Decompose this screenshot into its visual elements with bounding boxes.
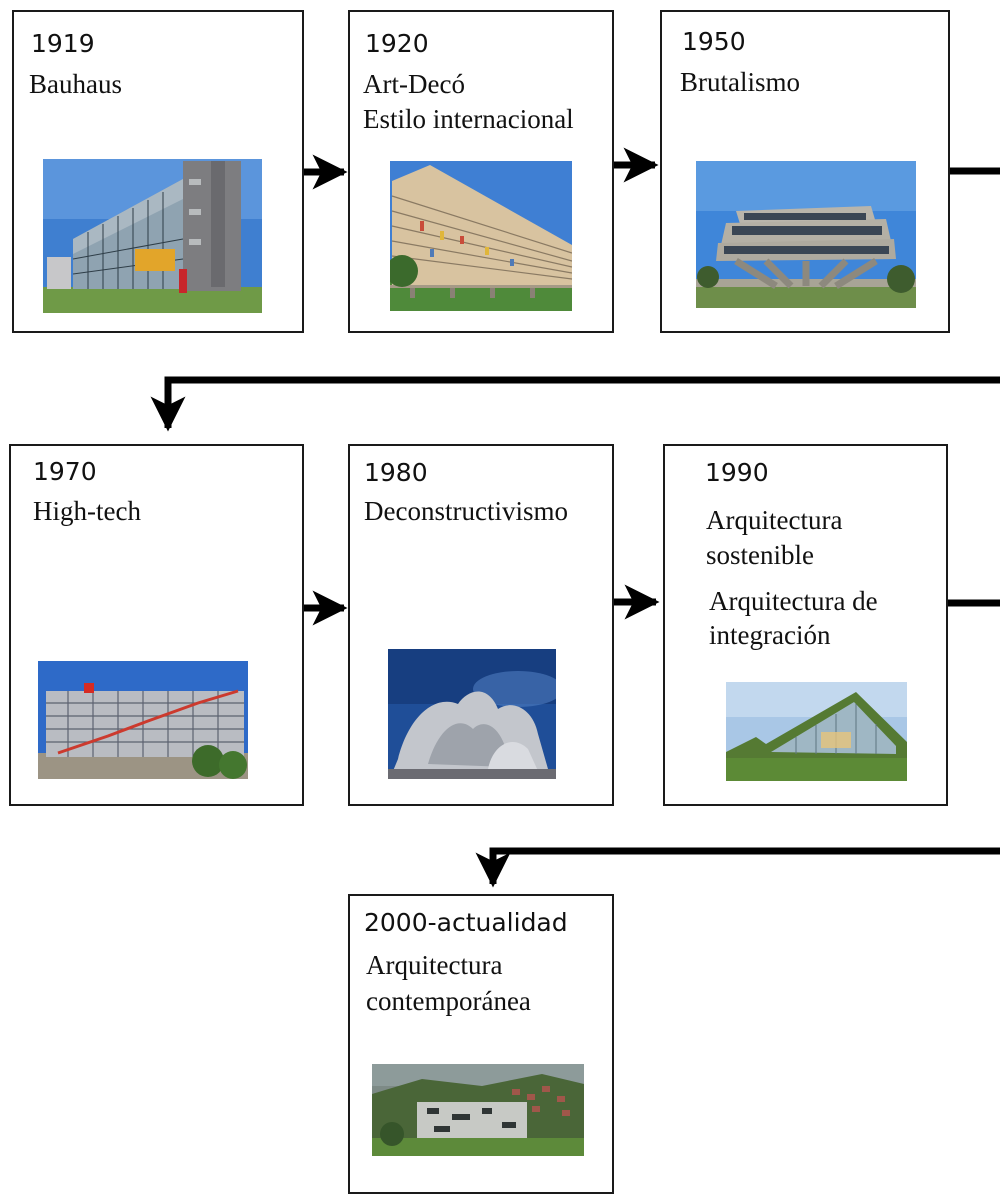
period-box-1970: 1970 High-tech xyxy=(9,444,304,806)
hillside-modern-building-photo xyxy=(372,1064,584,1156)
green-roof-building-photo xyxy=(726,682,907,781)
geisel-library-photo xyxy=(696,161,916,308)
period-box-1990: 1990 Arquitectura sostenible Arquitectur… xyxy=(663,444,948,806)
period-year: 1980 xyxy=(364,458,428,487)
period-style: Arquitectura xyxy=(366,950,503,980)
period-style: Art-Decó xyxy=(363,69,465,99)
period-box-1980: 1980 Deconstructivismo xyxy=(348,444,614,806)
unite-habitation-photo xyxy=(390,161,572,311)
period-style: sostenible xyxy=(706,540,814,570)
period-year: 1950 xyxy=(682,27,746,56)
period-year: 2000-actualidad xyxy=(364,908,568,937)
period-style: Arquitectura xyxy=(706,505,843,535)
period-box-1919: 1919 Bauhaus xyxy=(12,10,304,333)
period-style: Bauhaus xyxy=(29,69,122,99)
period-year: 1970 xyxy=(33,457,97,486)
period-style: High-tech xyxy=(33,496,141,526)
period-box-1920: 1920 Art-Decó Estilo internacional xyxy=(348,10,614,333)
period-year: 1990 xyxy=(705,458,769,487)
period-style: Deconstructivismo xyxy=(364,496,568,526)
period-style: Estilo internacional xyxy=(363,104,574,134)
period-year: 1919 xyxy=(31,29,95,58)
period-box-2000-actualidad: 2000-actualidad Arquitectura contemporán… xyxy=(348,894,614,1194)
period-style: Brutalismo xyxy=(680,67,800,97)
period-year: 1920 xyxy=(365,29,429,58)
bauhaus-building-photo xyxy=(43,159,262,313)
period-style: integración xyxy=(709,620,831,650)
connector-to-2000 xyxy=(475,847,1000,888)
period-style: Arquitectura de xyxy=(709,586,878,616)
period-box-1950: 1950 Brutalismo xyxy=(660,10,950,333)
pompidou-centre-photo xyxy=(38,661,248,779)
connector-to-1970 xyxy=(150,376,1000,432)
period-style: contemporánea xyxy=(366,986,531,1016)
disney-concert-hall-photo xyxy=(388,649,556,779)
